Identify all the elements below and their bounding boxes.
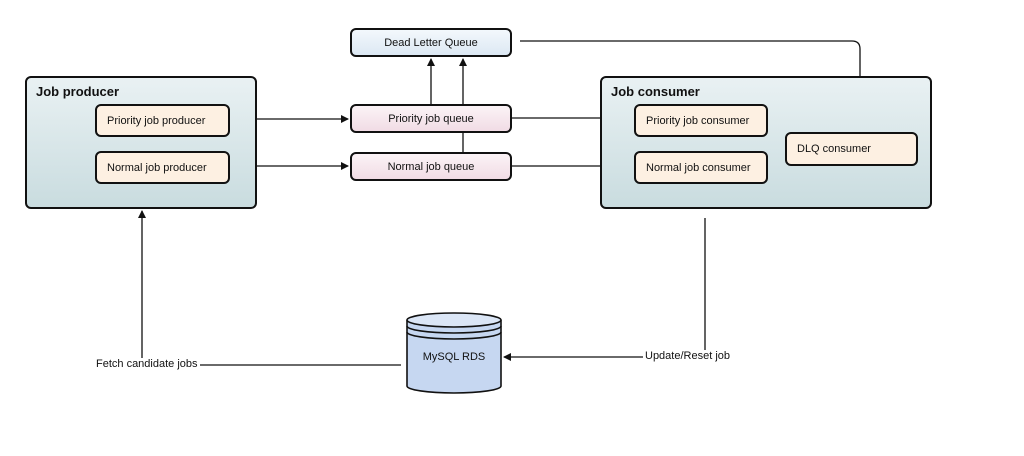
normal-job-queue-node[interactable]: Normal job queue [350,152,512,181]
priority-job-producer-label: Priority job producer [107,114,206,127]
update-reset-job-label: Update/Reset job [643,350,732,362]
dlq-consumer-label: DLQ consumer [797,143,871,155]
dead-letter-queue-label: Dead Letter Queue [384,36,478,49]
priority-job-consumer-node[interactable]: Priority job consumer [634,104,768,137]
normal-job-consumer-label: Normal job consumer [646,161,751,174]
mysql-rds-label: MySQL RDS [422,351,486,363]
priority-job-consumer-label: Priority job consumer [646,114,750,127]
normal-job-consumer-node[interactable]: Normal job consumer [634,151,768,184]
priority-job-producer-node[interactable]: Priority job producer [95,104,230,137]
job-producer-group: Job producer [25,76,257,209]
priority-job-queue-label: Priority job queue [388,112,474,125]
edge-dlq-to-dlq-consumer [520,40,864,131]
normal-job-producer-label: Normal job producer [107,161,207,174]
fetch-candidate-jobs-label: Fetch candidate jobs [94,358,200,370]
priority-job-queue-node[interactable]: Priority job queue [350,104,512,133]
normal-job-queue-label: Normal job queue [387,160,475,173]
dlq-consumer-node[interactable]: DLQ consumer [785,132,918,166]
normal-job-producer-node[interactable]: Normal job producer [95,151,230,184]
edge-consumer-to-database [503,218,706,361]
database-cylinder [406,312,502,394]
edge-database-to-producer [138,210,401,366]
dead-letter-queue-node[interactable]: Dead Letter Queue [350,28,512,57]
job-consumer-title: Job consumer [611,84,700,99]
job-producer-title: Job producer [36,84,120,99]
job-consumer-group: Job consumer [600,76,932,209]
